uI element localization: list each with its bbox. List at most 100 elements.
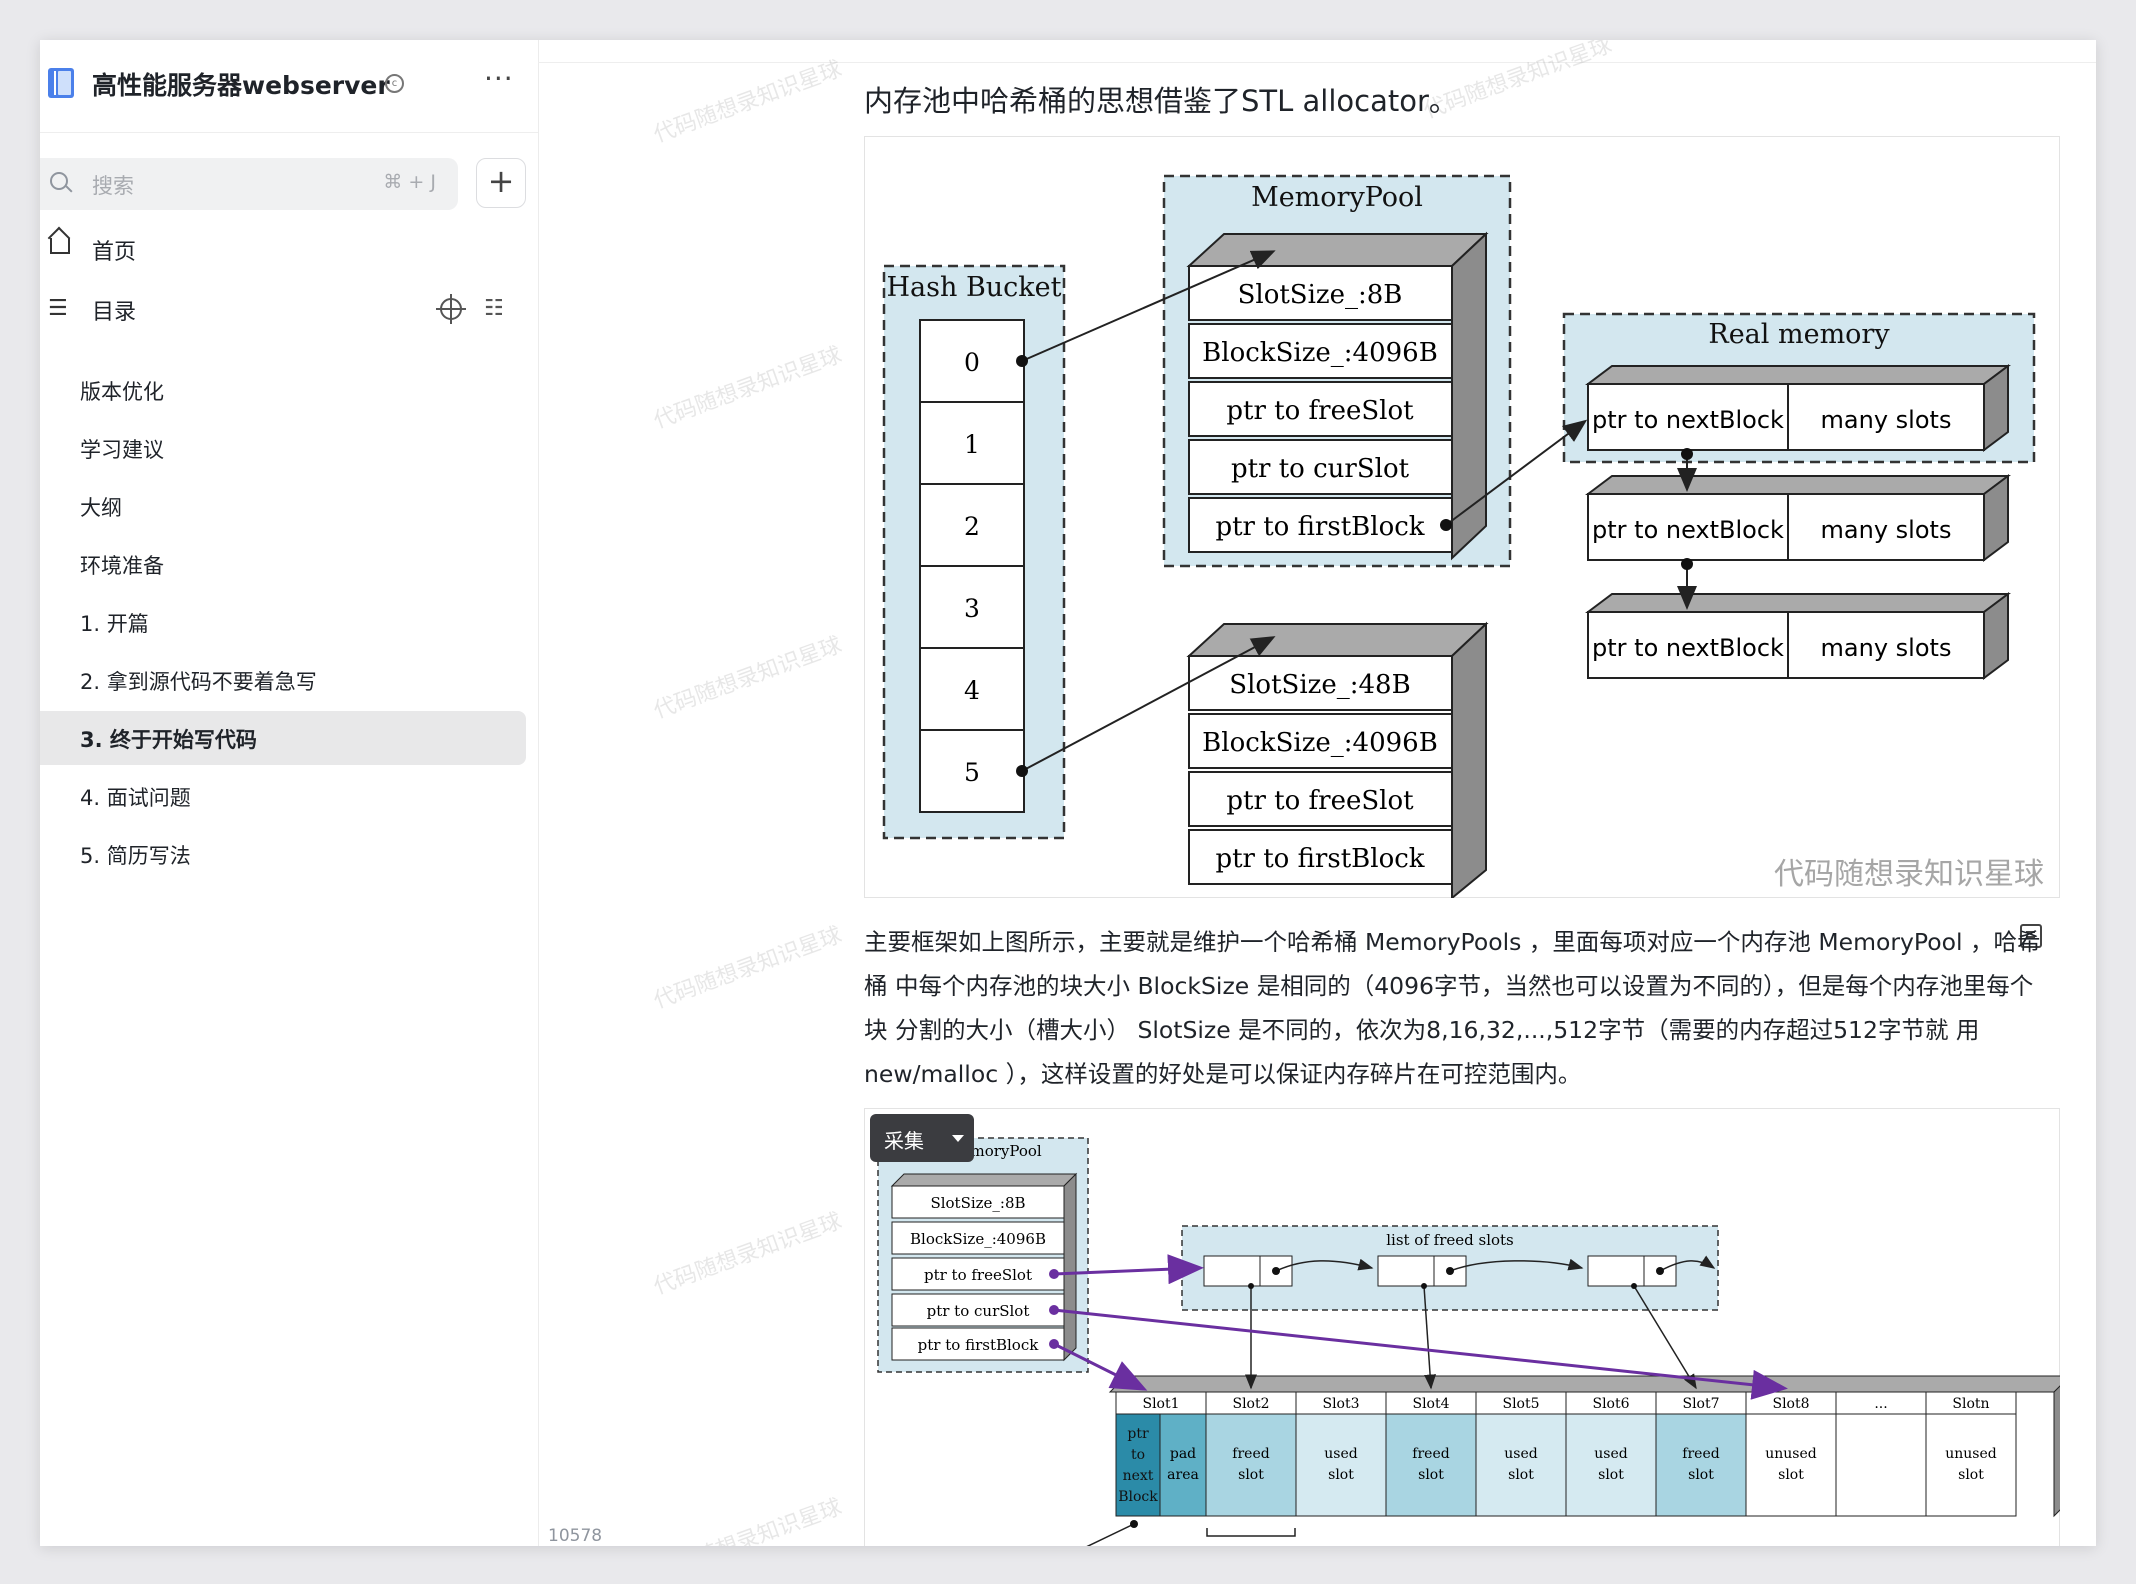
more-options-icon[interactable]: ··· [484,62,514,95]
slot-header: Slot5 [1502,1396,1539,1412]
block-left-label: ptr to nextBlock [1592,634,1784,662]
watermark: 代码随想录知识星球 [650,632,846,724]
locate-icon[interactable] [436,294,466,324]
toc-item[interactable]: 大纲 [40,479,526,533]
book-icon [48,68,74,98]
figure-watermark: 代码随想录知识星球 [1774,857,2044,892]
pool-pointer-arrows [1053,1254,1788,1400]
watermark: 代码随想录知识星球 [650,56,846,148]
slot-header: Slot3 [1322,1396,1359,1412]
slot-text: used [1504,1446,1537,1462]
comment-icon[interactable] [2020,924,2042,948]
collect-button-label: 采集 [884,1129,924,1153]
pool2-top-face [1186,623,1489,657]
bucket-label: 5 [964,758,980,787]
pool-row-label: ptr to freeSlot [1226,396,1414,426]
collect-button[interactable]: 采集 [870,1114,974,1162]
pool-pointer-dots [1049,1269,1059,1349]
top-divider [538,62,2096,63]
bucket-cell [919,729,1025,813]
toc-item[interactable]: 5. 简历写法 [40,827,526,881]
block-right-label: many slots [1821,406,1952,434]
home-icon [50,238,70,254]
hash-bucket-title: Hash Bucket [886,272,1061,303]
search-input[interactable]: 搜索 ⌘ + J [40,158,458,210]
toc-item[interactable]: 4. 面试问题 [40,769,526,823]
diagram-arrows [1021,250,1697,772]
search-placeholder: 搜索 [92,174,134,198]
pool-rows: SlotSize_:8B BlockSize_:4096B ptr to fre… [891,1185,1065,1361]
bucket-cell [919,483,1025,567]
bucket-label: 0 [964,348,980,377]
toc-item-label: 1. 开篇 [80,612,149,636]
pointer-dots [1016,355,1693,777]
chevron-down-icon [952,1135,964,1142]
pool-row-label: BlockSize_:4096B [1202,728,1438,758]
app-window: 高性能服务器webserver c ··· 搜索 ⌘ + J + 首页 ☰ 目录… [40,40,2096,1546]
slots-side-face [2053,1385,2060,1518]
list-arrows [1086,1255,1716,1546]
bucket-cells: 0 1 2 3 4 5 [919,319,1025,813]
pool2-side-face [1451,621,1487,898]
watermark: 代码随想录知识星球 [650,1208,846,1300]
slot-layout-diagram: MemoryPool SlotSize_:8B BlockSize_:4096B… [864,1108,2060,1546]
block-right-label: many slots [1821,516,1952,544]
pool-row-label: SlotSize_:48B [1229,670,1410,700]
slot1-left-text: to [1131,1447,1145,1463]
outline-list-icon[interactable]: ☷ [484,296,504,321]
toc-item[interactable]: 2. 拿到源代码不要着急写 [40,653,526,707]
slot1-left-text: next [1123,1468,1154,1484]
toc-item-active[interactable]: 3. 终于开始写代码 [40,711,526,765]
toc-item-label: 学习建议 [80,438,164,462]
slot-text: unused [1765,1446,1817,1462]
memory-pool-diagram: Hash Bucket 0 1 2 3 4 5 MemoryPool SlotS… [864,136,2060,898]
section-heading: 内存池中哈希桶的思想借鉴了STL allocator。 [864,84,1458,118]
slot-text: freed [1412,1446,1449,1462]
slot-cells [1115,1391,2017,1517]
slot-text: slot [1598,1467,1624,1483]
list-dots [1130,1267,1664,1528]
slot-text: used [1594,1446,1627,1462]
bracket [1206,1528,1296,1537]
pool2-rows: SlotSize_:48B BlockSize_:4096B ptr to fr… [1188,655,1453,885]
knowledge-base-title[interactable]: 高性能服务器webserver [92,71,390,100]
toc-item-label: 版本优化 [80,380,164,404]
toc-item[interactable]: 版本优化 [40,363,526,417]
word-count: 10578字 [548,1526,603,1546]
slot-text: slot [1508,1467,1534,1483]
bucket-label: 1 [964,430,980,459]
nav-toc[interactable]: ☰ 目录 ☷ [40,288,538,332]
slot-header: Slot4 [1412,1396,1449,1412]
block-left-label: ptr to nextBlock [1592,406,1784,434]
pool-row-label: ptr to curSlot [927,1302,1030,1320]
toc-item[interactable]: 1. 开篇 [40,595,526,649]
toc-item-label: 5. 简历写法 [80,844,191,868]
slot-text: slot [1328,1467,1354,1483]
freed-list-title: list of freed slots [1386,1231,1514,1249]
slot-header: Slot6 [1592,1396,1629,1412]
slot-text: slot [1958,1467,1984,1483]
bucket-label: 2 [964,512,980,541]
bucket-cell [919,319,1025,403]
slot-text: slot [1688,1467,1714,1483]
bucket-cell [919,647,1025,731]
body-paragraph: 主要框架如上图所示，主要就是维护一个哈希桶 MemoryPools ，里面每项对… [864,928,2041,1088]
slot1-left-text: ptr [1127,1426,1149,1442]
add-button[interactable]: + [476,158,526,208]
memory-pool-title: MemoryPool [1251,182,1423,213]
bucket-label: 4 [964,676,980,705]
nav-home[interactable]: 首页 [40,228,538,272]
sidebar-header: 高性能服务器webserver c ··· [40,40,538,133]
toc-item[interactable]: 学习建议 [40,421,526,475]
toc-item-label: 4. 面试问题 [80,786,191,810]
watermark: 代码随想录知识星球 [650,922,846,1014]
sidebar: 高性能服务器webserver c ··· 搜索 ⌘ + J + 首页 ☰ 目录… [40,40,602,1546]
slot-text: freed [1232,1446,1269,1462]
slots-top-face [1108,1375,2060,1393]
toc-item-label: 2. 拿到源代码不要着急写 [80,670,317,694]
search-shortcut: ⌘ + J [383,171,436,193]
toc-item-label: 环境准备 [80,554,164,578]
bucket-cell [919,401,1025,485]
toc-item[interactable]: 环境准备 [40,537,526,591]
slot-text: used [1324,1446,1357,1462]
